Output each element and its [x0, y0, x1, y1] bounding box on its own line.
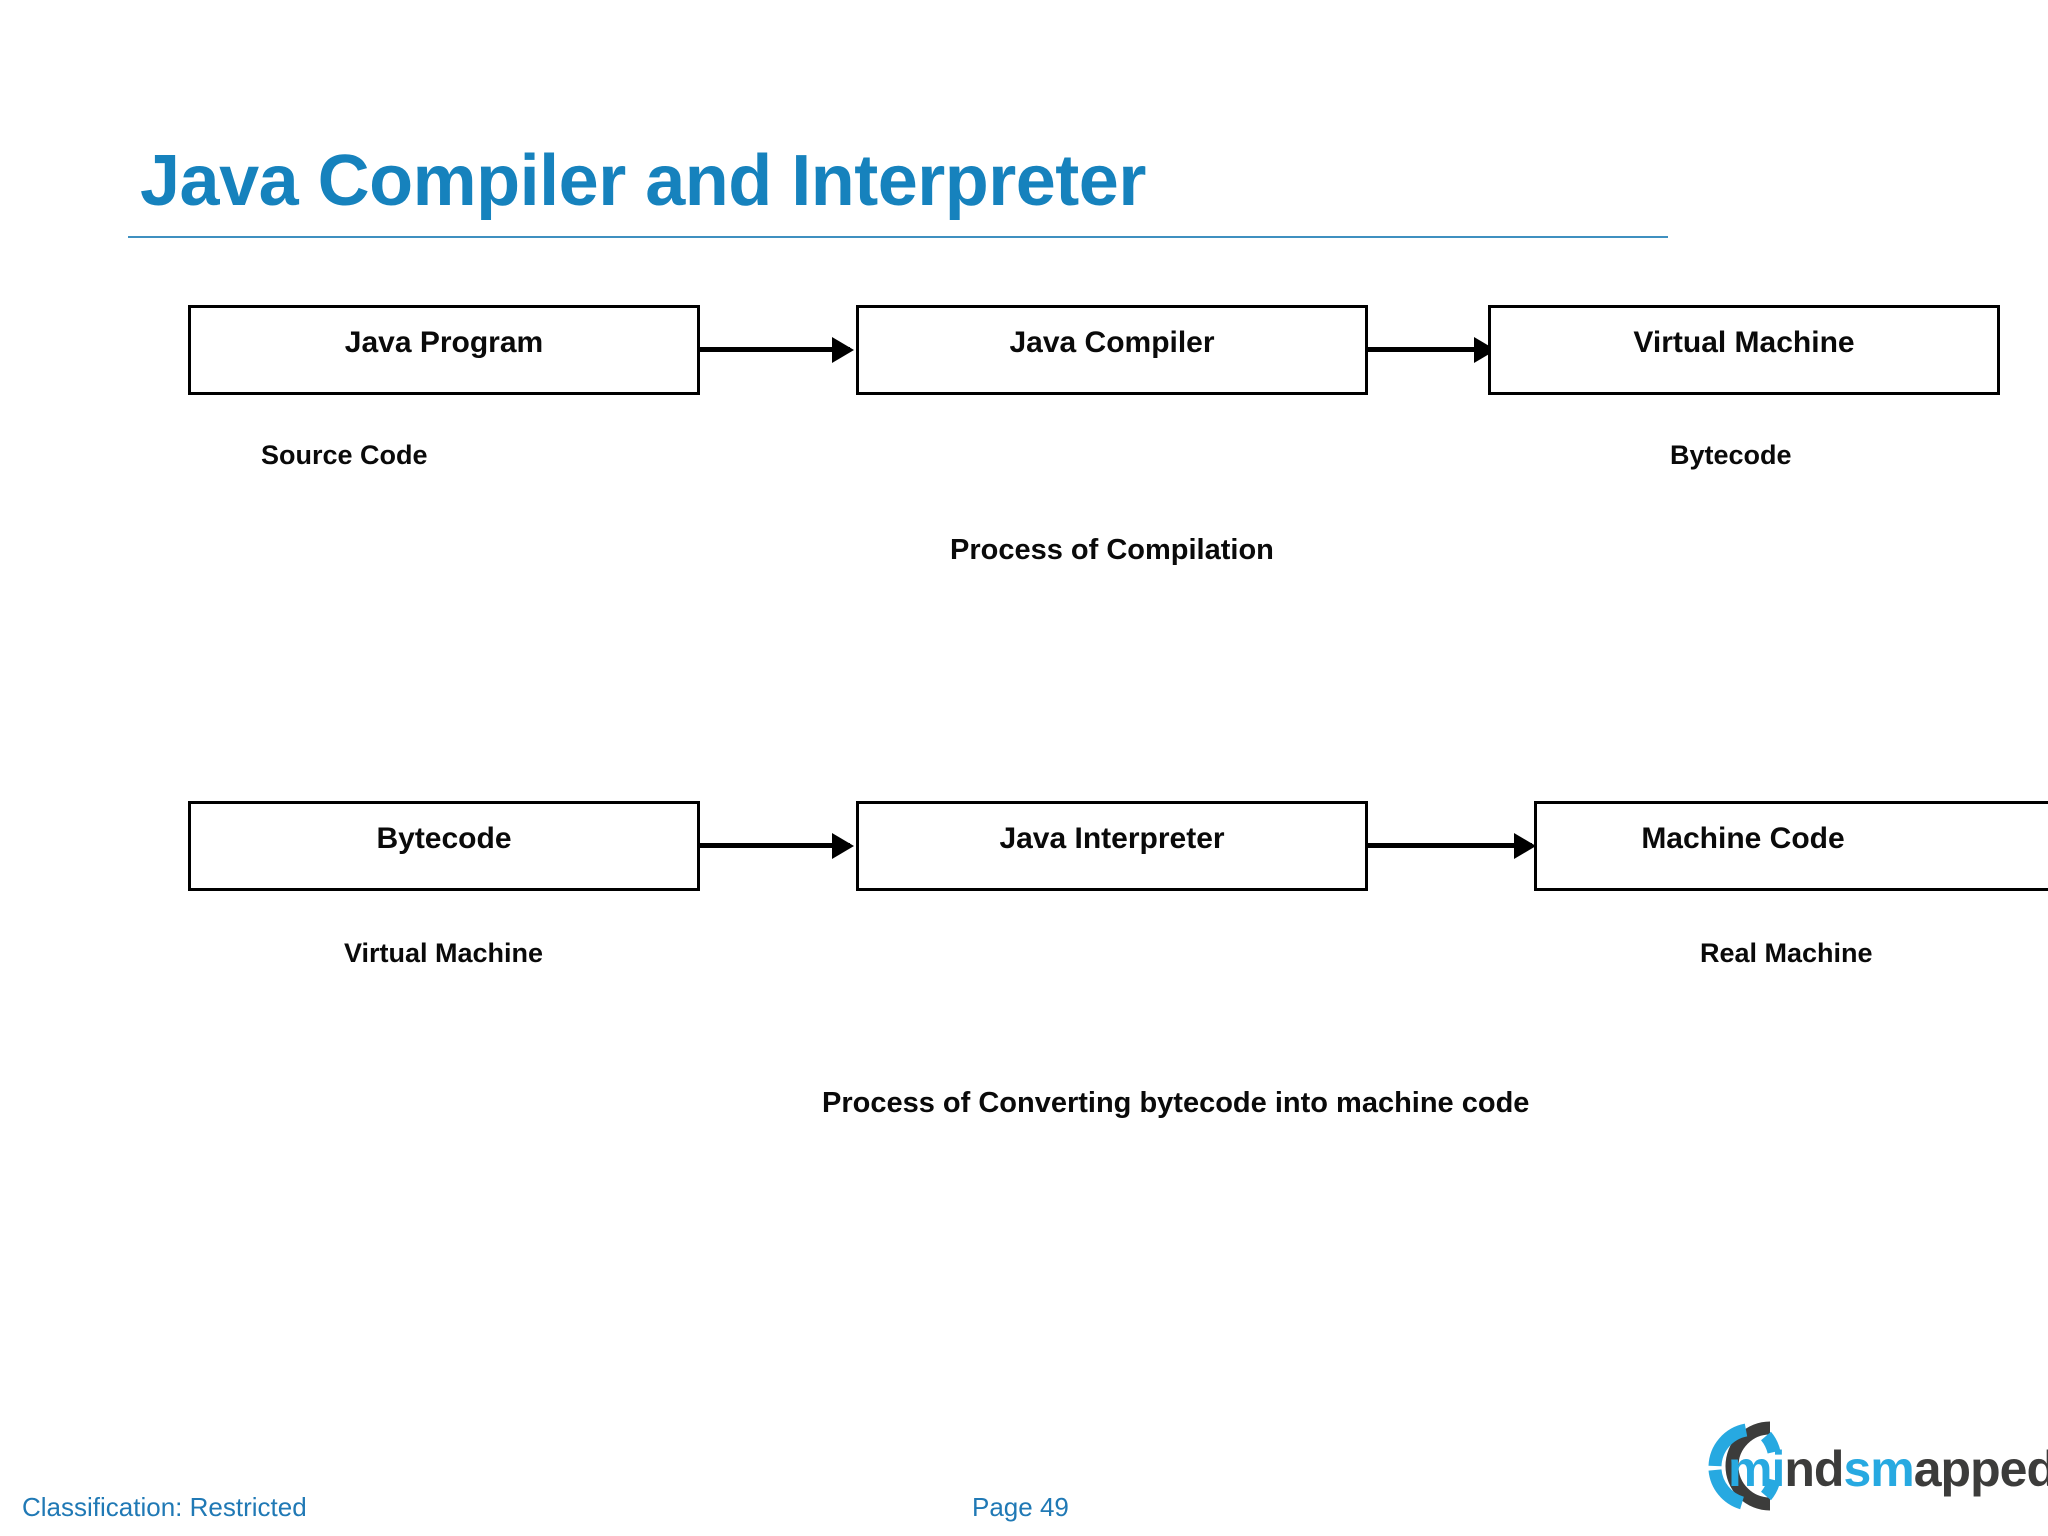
logo-wordmark-minds: mindsmapped	[1728, 1441, 2048, 1497]
sub-label-real-machine: Real Machine	[1700, 938, 1873, 968]
footer-page-number: Page 49	[972, 1492, 1069, 1522]
arrow-interpreter-to-machine-code	[1368, 843, 1532, 848]
flow-box-label: Machine Code	[1641, 822, 1845, 855]
mindsmapped-logo-svg: mindsmapped	[1708, 1421, 2048, 1511]
flow-box-label: Java Compiler	[1009, 326, 1215, 359]
caption-process-of-compilation: Process of Compilation	[950, 534, 1274, 566]
flow-box-machine-code[interactable]: Machine Code	[1534, 801, 2048, 891]
logo-ring-icon	[1708, 1421, 1781, 1511]
sub-label-virtual-machine: Virtual Machine	[344, 938, 544, 968]
title-underline-rule	[128, 236, 1668, 238]
flow-box-java-compiler[interactable]: Java Compiler	[856, 305, 1368, 395]
flow-box-java-interpreter[interactable]: Java Interpreter	[856, 801, 1368, 891]
sub-label-source-code: Source Code	[261, 440, 428, 470]
arrow-bytecode-to-interpreter	[700, 843, 850, 848]
mindsmapped-logo: mindsmapped	[1684, 1408, 2048, 1524]
page-title: Java Compiler and Interpreter	[140, 141, 1146, 221]
flow-box-virtual-machine[interactable]: Virtual Machine	[1488, 305, 2000, 395]
flow-box-label: Java Program	[344, 326, 544, 359]
sub-label-bytecode: Bytecode	[1670, 440, 1792, 470]
flow-box-java-program[interactable]: Java Program	[188, 305, 700, 395]
arrow-compiler-to-vm	[1368, 347, 1492, 352]
caption-process-of-converting: Process of Converting bytecode into mach…	[822, 1087, 1530, 1119]
flow-box-label: Bytecode	[376, 822, 512, 855]
flow-box-label: Virtual Machine	[1633, 326, 1855, 359]
arrow-program-to-compiler	[700, 347, 850, 352]
flow-box-label: Java Interpreter	[999, 822, 1225, 855]
flow-box-bytecode[interactable]: Bytecode	[188, 801, 700, 891]
footer-classification: Classification: Restricted	[22, 1492, 307, 1522]
